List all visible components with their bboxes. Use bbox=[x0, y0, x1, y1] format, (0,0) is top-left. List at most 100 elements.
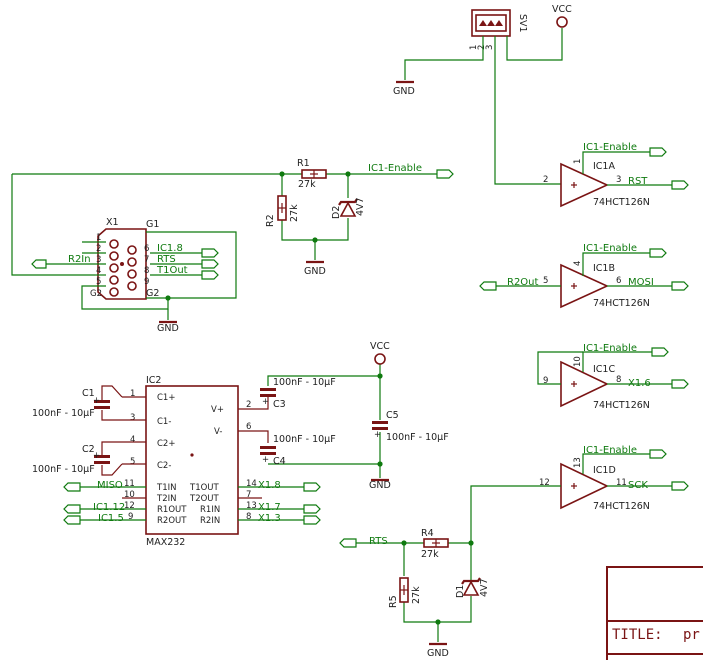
ic2-rname-6: R2IN bbox=[200, 516, 220, 526]
ic2-lname-1: C1+ bbox=[157, 393, 175, 403]
x1-pin-7: 7 bbox=[144, 255, 149, 265]
ic2-rnum-1: 2 bbox=[246, 400, 251, 410]
r2-ref: R2 bbox=[265, 214, 276, 227]
c4-ref: C4 bbox=[273, 456, 286, 467]
c3-capacitor: + C3 100nF - 10µF bbox=[260, 377, 336, 410]
title-label: TITLE: bbox=[612, 627, 663, 643]
svg-text:+: + bbox=[374, 430, 381, 440]
gnd-symbol-r5: GND bbox=[427, 642, 449, 659]
x1-connector: X1 G1 G2 G2 1 2 3 4 5 6 7 8 9 bbox=[90, 217, 159, 300]
net-rst-label: RST bbox=[628, 176, 648, 187]
gate-ic1b: IC1B 74HCT126N 5 4 6 IC1-Enable R2Out MO… bbox=[479, 243, 689, 309]
d2-zener: D2 4V7 bbox=[331, 197, 366, 219]
svg-text:+: + bbox=[262, 455, 269, 465]
net-rts-label: RTS bbox=[369, 536, 388, 547]
ic1b-ref: IC1B bbox=[593, 263, 615, 274]
r4-resistor: R4 27k bbox=[421, 528, 449, 560]
net-ic1-enable-top: IC1-Enable bbox=[368, 163, 454, 179]
ic1c-pin-in: 9 bbox=[543, 376, 548, 386]
r1-resistor: R1 27k bbox=[297, 158, 327, 190]
ic2-ref: IC2 bbox=[146, 375, 161, 386]
net-sck-label: SCK bbox=[628, 480, 648, 491]
ic1d-part: 74HCT126N bbox=[593, 501, 650, 512]
ic2-rname-4: T2OUT bbox=[189, 494, 220, 504]
x1-pin-2: 2 bbox=[96, 244, 101, 254]
ic2-lnum-7: 12 bbox=[124, 501, 135, 511]
ic2-rnum-2: 6 bbox=[246, 422, 251, 432]
net-ic1-12-label: IC1.12 bbox=[93, 502, 125, 513]
title-value: pr bbox=[683, 627, 700, 643]
ic2-lname-6: T2IN bbox=[156, 494, 176, 504]
ic2-lnum-8: 9 bbox=[128, 512, 133, 522]
ic2-lnum-2: 3 bbox=[130, 413, 135, 423]
r2-resistor: R2 27k bbox=[265, 195, 300, 227]
gnd-label-c5: GND bbox=[369, 480, 391, 491]
c4-value: 100nF - 10µF bbox=[273, 434, 336, 445]
ic1a-enable-label: IC1-Enable bbox=[583, 142, 637, 153]
ic1c-pin-en: 10 bbox=[573, 356, 583, 367]
gnd-label-r5: GND bbox=[427, 648, 449, 659]
net-x1-7-label: X1.7 bbox=[258, 502, 281, 513]
c4-capacitor: + C4 100nF - 10µF bbox=[260, 434, 336, 467]
gnd-symbol-x1: GND bbox=[157, 320, 179, 334]
c5-value: 100nF - 10µF bbox=[386, 432, 449, 443]
gate-ic1c: IC1C 74HCT126N 9 10 8 IC1-Enable X1.6 bbox=[537, 343, 689, 411]
ic1b-pin-in: 5 bbox=[543, 276, 548, 286]
ic2-lnum-3: 4 bbox=[130, 435, 135, 445]
r5-value: 27k bbox=[411, 586, 422, 604]
ic2-lnum-6: 10 bbox=[124, 490, 135, 500]
ic1b-enable-label: IC1-Enable bbox=[583, 243, 637, 254]
ic1d-enable-label: IC1-Enable bbox=[583, 445, 637, 456]
ic2-rname-2: V- bbox=[214, 427, 222, 437]
vcc-label-mid: VCC bbox=[370, 341, 390, 352]
r5-ref: R5 bbox=[388, 595, 399, 608]
ic1d-pin-in: 12 bbox=[539, 478, 550, 488]
net-rts-x1-label: RTS bbox=[157, 254, 176, 265]
r4-ref: R4 bbox=[421, 528, 434, 539]
r1-value: 27k bbox=[298, 179, 316, 190]
net-ic1-5-label: IC1.5 bbox=[98, 513, 124, 524]
ic2-rnum-3: 14 bbox=[246, 479, 257, 489]
ic2-pin-wires bbox=[122, 396, 262, 465]
sv1-pin-2: 2 bbox=[477, 45, 487, 50]
x1-pin-3: 3 bbox=[96, 255, 101, 265]
ic1c-enable-label: IC1-Enable bbox=[583, 343, 637, 354]
gnd-label-r2: GND bbox=[304, 266, 326, 277]
vcc-symbol-top: VCC bbox=[552, 4, 572, 28]
x1-ref: X1 bbox=[106, 217, 119, 228]
d1-value: 4V7 bbox=[479, 578, 490, 597]
svg-text:+: + bbox=[93, 451, 100, 461]
x1-net-labels: R2In IC1.8 RTS T1Out bbox=[68, 243, 188, 276]
ic1d-ref: IC1D bbox=[593, 465, 616, 476]
gnd-symbol-r2: GND bbox=[304, 260, 326, 277]
c2-ref: C2 bbox=[82, 444, 95, 455]
net-x1-8-label: X1.8 bbox=[258, 480, 281, 491]
gate-ic1d: IC1D 74HCT126N 12 13 11 IC1-Enable SCK bbox=[470, 445, 689, 543]
ic1c-part: 74HCT126N bbox=[593, 400, 650, 411]
svg-text:+: + bbox=[93, 396, 100, 406]
ic2-lname-7: R1OUT bbox=[157, 505, 187, 515]
gnd-label-sv1: GND bbox=[393, 86, 415, 97]
ic2-lnum-1: 1 bbox=[130, 389, 135, 399]
r5-resistor: R5 27k bbox=[388, 577, 422, 608]
d1-ref: D1 bbox=[455, 585, 466, 598]
ic1a-pin-out: 3 bbox=[616, 175, 621, 185]
ic2-signal-wires: MISO IC1.12 IC1.5 X1.8 X1.7 X1.3 bbox=[63, 480, 321, 525]
ic1d-pin-out: 11 bbox=[616, 478, 627, 488]
ic2-lname-2: C1- bbox=[157, 417, 171, 427]
sv1-header: SV1 1 2 3 bbox=[469, 9, 528, 50]
c3-ref: C3 bbox=[273, 399, 286, 410]
x1-g2-left: G2 bbox=[90, 289, 102, 299]
r1-divider-wires bbox=[11, 171, 437, 276]
ic2-rnum-5: 13 bbox=[246, 501, 257, 511]
x1-pin-8: 8 bbox=[144, 266, 149, 276]
r2-value: 27k bbox=[289, 204, 300, 222]
c3-value: 100nF - 10µF bbox=[273, 377, 336, 388]
sv1-pin-1: 1 bbox=[469, 45, 479, 50]
x1-wires bbox=[31, 231, 237, 320]
ic2-lnum-5: 11 bbox=[124, 479, 135, 489]
c5-ref: C5 bbox=[386, 410, 399, 421]
ic2-rname-1: V+ bbox=[211, 405, 224, 415]
ic1a-pin-en: 1 bbox=[573, 159, 583, 164]
